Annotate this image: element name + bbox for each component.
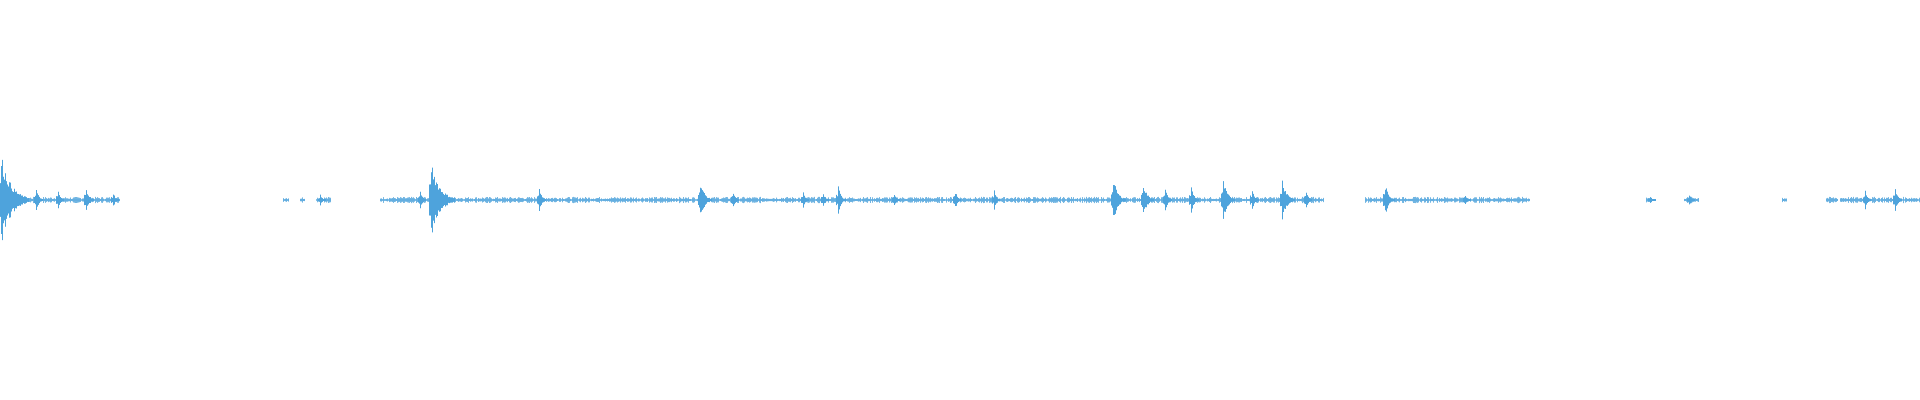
waveform-peak (56, 191, 64, 209)
waveform-peak (1280, 180, 1295, 220)
waveform-peak (821, 194, 829, 206)
waveform-peak (1648, 197, 1656, 203)
waveform-peak (1163, 189, 1172, 211)
waveform-peak (0, 159, 29, 241)
waveform-peak (953, 193, 961, 207)
waveform-peak (1863, 190, 1871, 210)
waveform-peak (1111, 185, 1126, 215)
waveform-noise (1840, 196, 1920, 204)
waveform-peak (992, 190, 1000, 210)
waveform-peak (1463, 196, 1471, 204)
waveform-peak (836, 186, 846, 214)
waveform-peak (1221, 181, 1235, 219)
waveform-peak (801, 192, 809, 208)
waveform-noise (300, 197, 305, 203)
waveform-peak (1304, 192, 1312, 208)
waveform-peak (34, 190, 43, 210)
waveform-peak (318, 194, 326, 206)
waveform-peak (111, 194, 119, 206)
waveform-peak (1383, 188, 1395, 212)
waveform-peak (731, 193, 739, 207)
waveform-peak (1189, 187, 1199, 213)
waveform-peak (84, 190, 94, 210)
waveform-peak (892, 194, 900, 206)
waveform-peak (1141, 188, 1154, 212)
waveform-peak (698, 187, 712, 213)
waveform-peak (1893, 189, 1902, 211)
waveform-noise (1782, 197, 1787, 203)
waveform-noise (283, 198, 289, 202)
waveform-noise (380, 196, 1324, 204)
waveform-peak (537, 189, 546, 211)
waveform-trace (0, 159, 1920, 241)
waveform-peak (1250, 191, 1259, 209)
waveform-peak (418, 191, 426, 209)
waveform-noise (1826, 196, 1838, 204)
waveform-peak (429, 167, 455, 233)
waveform-peak (1687, 195, 1695, 205)
